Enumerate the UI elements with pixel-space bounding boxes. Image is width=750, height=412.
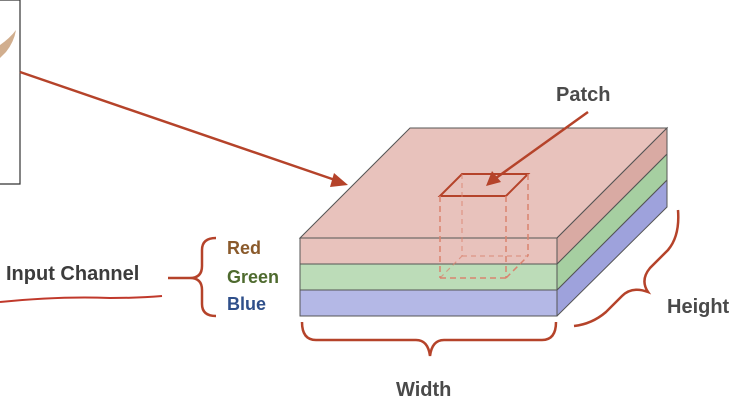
height-brace bbox=[573, 209, 680, 328]
height-label: Height bbox=[667, 296, 730, 318]
width-label: Width bbox=[396, 379, 452, 401]
patch-label: Patch bbox=[556, 84, 611, 106]
patch-cube bbox=[437, 173, 531, 279]
source-image-frame bbox=[0, 0, 21, 185]
green-channel-label: Green bbox=[227, 267, 280, 287]
red-channel-label: Red bbox=[227, 238, 262, 258]
patch-arrow bbox=[486, 110, 589, 186]
channel-brace bbox=[189, 236, 217, 318]
blue-channel-label: Blue bbox=[227, 294, 267, 314]
green-layer bbox=[299, 152, 668, 292]
width-brace bbox=[300, 321, 558, 357]
input-channel-label: Input Channel bbox=[6, 263, 140, 285]
input-channel-underline bbox=[0, 295, 163, 303]
red-layer bbox=[298, 126, 669, 266]
input-arrow bbox=[19, 70, 348, 187]
